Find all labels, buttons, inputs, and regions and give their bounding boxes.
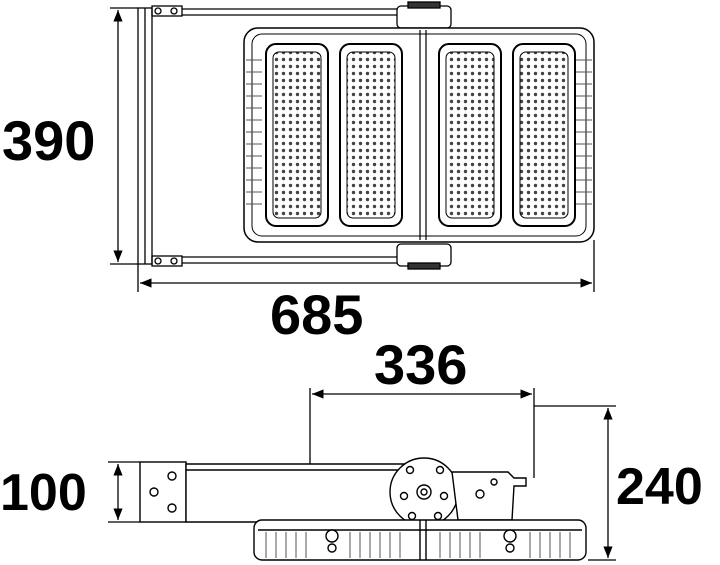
dimension-240 bbox=[534, 405, 616, 561]
dimension-100 bbox=[108, 461, 140, 523]
mounting-plate-side bbox=[451, 471, 527, 521]
led-module-1 bbox=[265, 43, 329, 227]
dimension-100-label: 100 bbox=[0, 464, 87, 522]
lamp-fins-side bbox=[265, 532, 571, 558]
lamp-housing-top bbox=[243, 27, 595, 243]
top-view: 390 685 bbox=[2, 1, 595, 346]
dimension-390-label: 390 bbox=[2, 109, 95, 172]
led-module-3 bbox=[438, 43, 502, 227]
bracket-arm-side bbox=[139, 461, 413, 523]
dimension-336 bbox=[309, 388, 535, 478]
mounting-bracket-top bbox=[137, 5, 400, 267]
dimension-390 bbox=[110, 7, 138, 265]
led-module-4 bbox=[512, 43, 576, 227]
pivot-hub-side bbox=[389, 457, 459, 527]
led-module-2 bbox=[339, 43, 403, 227]
dimension-685 bbox=[137, 240, 595, 292]
dimension-240-label: 240 bbox=[616, 458, 703, 516]
side-view: 336 100 240 bbox=[0, 333, 703, 561]
dimension-685-label: 685 bbox=[270, 283, 363, 346]
lamp-body-side bbox=[253, 519, 587, 561]
hinge-block-top bbox=[396, 1, 452, 270]
dimension-336-label: 336 bbox=[374, 333, 467, 396]
